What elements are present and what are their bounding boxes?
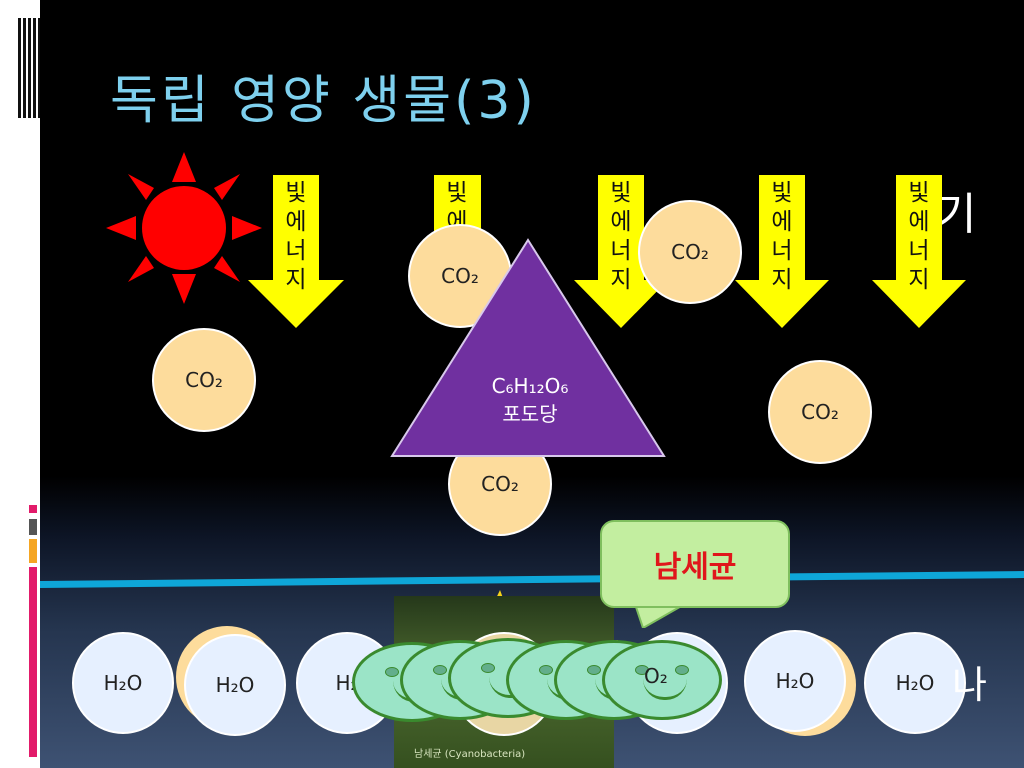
light-energy-label-1: 빛 에 너 지 (285, 180, 307, 293)
slide-title: 독립 영양 생물(3) (110, 71, 537, 131)
light-arrow-1 (248, 175, 344, 328)
light-energy-label-3: 빛 에 너 지 (610, 180, 632, 293)
light-energy-label-4: 빛 에 너 지 (771, 180, 793, 293)
h2o-molecule: H₂O (744, 630, 846, 732)
h2o-molecule: H₂O (864, 632, 966, 734)
co2-molecule: CO₂ (768, 360, 872, 464)
vertical-lines-icon (18, 18, 40, 118)
callout-tail (635, 604, 688, 628)
sun-icon (106, 152, 262, 304)
light-arrow-4 (735, 175, 829, 328)
smiley-face-icon (602, 640, 722, 720)
h2o-molecule: H₂O (184, 634, 286, 736)
ghost-text-bottom-right: 나 (952, 663, 987, 707)
light-energy-label-5: 빛 에 너 지 (908, 180, 930, 293)
ghost-text-top-right: 기 (936, 189, 977, 240)
glucose-formula: C₆H₁₂O₆ (491, 374, 569, 398)
cyanobacteria-callout: 남세균 (600, 520, 790, 608)
co2-molecule: CO₂ (638, 200, 742, 304)
color-bar-accent (29, 505, 37, 757)
glucose-name: 포도당 (502, 402, 558, 426)
light-arrow-5 (872, 175, 966, 328)
photo-caption: 남세균 (Cyanobacteria) (414, 749, 526, 760)
o2-label: O₂ (644, 664, 668, 688)
co2-molecule: CO₂ (152, 328, 256, 432)
glucose-label: C₆H₁₂O₆ 포도당 (430, 372, 630, 428)
h2o-molecule: H₂O (72, 632, 174, 734)
light-arrow-3 (574, 175, 668, 328)
